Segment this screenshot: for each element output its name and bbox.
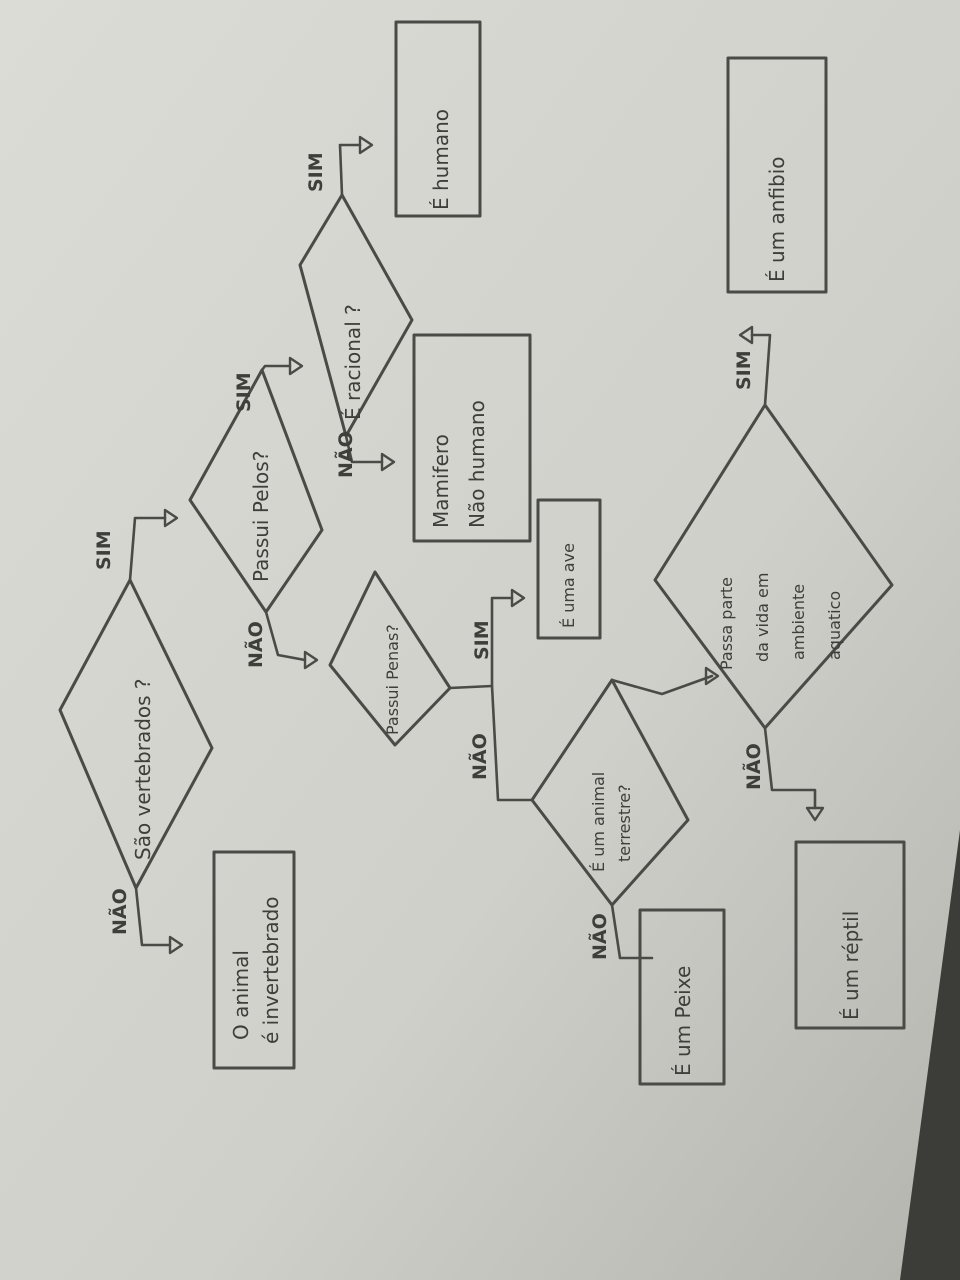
connector-racional-nao	[344, 434, 384, 464]
decision-vertebrados	[58, 578, 214, 890]
result-mamifero-line1: Mamifero	[429, 434, 453, 528]
result-peixe-box	[638, 908, 726, 1086]
decision-aquatico	[653, 403, 894, 730]
result-invertebrado-box	[212, 850, 296, 1070]
result-anfibio-box	[726, 56, 828, 294]
result-humano-box	[394, 20, 482, 218]
arrow-head-icon	[168, 935, 184, 955]
label-nao-racional: NÃO	[333, 431, 357, 478]
arrow-head-icon	[704, 666, 720, 686]
arrow-head-icon	[738, 325, 754, 345]
label-sim-racional: SIM	[305, 152, 327, 192]
decision-penas-text: Passui Penas?	[383, 624, 402, 735]
decision-racional	[298, 193, 414, 438]
result-humano-text: É humano	[429, 109, 453, 210]
decision-pelos	[188, 368, 324, 614]
decision-terrestre	[530, 678, 690, 907]
decision-aquatico-line3: ambiente	[789, 584, 808, 660]
connector-terrestre-sim	[610, 674, 714, 696]
result-invertebrado-line1: O animal	[229, 950, 253, 1040]
connector-penas-sim	[448, 596, 514, 690]
label-nao-aquatico: NÃO	[741, 743, 765, 790]
decision-pelos-text: Passui Pelos?	[249, 451, 273, 582]
result-mamifero-box	[412, 333, 532, 543]
result-reptil-text: É um réptil	[839, 911, 863, 1020]
result-mamifero-line2: Não humano	[465, 400, 489, 528]
label-sim-pelos: SIM	[233, 372, 255, 412]
arrow-head-icon	[380, 452, 396, 472]
label-sim-penas: SIM	[471, 620, 493, 660]
label-nao-vertebrados: NÃO	[107, 888, 131, 935]
connector-vertebrados-nao	[134, 886, 172, 947]
connector-aquatico-nao	[763, 726, 817, 810]
result-peixe-text: É um Peixe	[671, 966, 695, 1076]
decision-aquatico-line2: da vida em	[753, 573, 772, 662]
connector-penas-nao	[490, 684, 534, 802]
decision-terrestre-line1: É um animal	[589, 772, 608, 872]
connector-aquatico-sim	[750, 333, 772, 407]
decision-racional-text: É racional ?	[341, 304, 365, 420]
label-nao-terrestre: NÃO	[587, 913, 611, 960]
arrow-head-icon	[288, 356, 304, 376]
decision-aquatico-line4: aquatico	[825, 591, 844, 660]
result-invertebrado-line2: é invertebrado	[259, 896, 283, 1044]
arrow-head-icon	[358, 135, 374, 155]
arrow-head-icon	[163, 508, 179, 528]
arrow-head-icon	[303, 650, 319, 670]
connector-pelos-sim	[260, 364, 292, 372]
result-anfibio-text: É um anfibio	[765, 156, 789, 282]
label-sim-aquatico: SIM	[733, 350, 755, 390]
decision-aquatico-line1: Passa parte	[717, 577, 736, 670]
result-reptil-box	[794, 840, 906, 1030]
result-ave-box	[536, 498, 602, 640]
connector-pelos-nao	[264, 610, 307, 662]
arrow-head-icon	[510, 588, 526, 608]
label-nao-penas: NÃO	[467, 733, 491, 780]
label-sim-vertebrados: SIM	[93, 530, 115, 570]
label-nao-pelos: NÃO	[243, 621, 267, 668]
decision-terrestre-line2: terrestre?	[615, 784, 634, 862]
arrow-head-icon	[805, 806, 825, 822]
result-ave-text: É uma ave	[559, 543, 578, 628]
connector-racional-sim	[338, 143, 362, 197]
decision-vertebrados-text: São vertebrados ?	[131, 678, 155, 860]
connector-vertebrados-sim	[128, 516, 167, 582]
